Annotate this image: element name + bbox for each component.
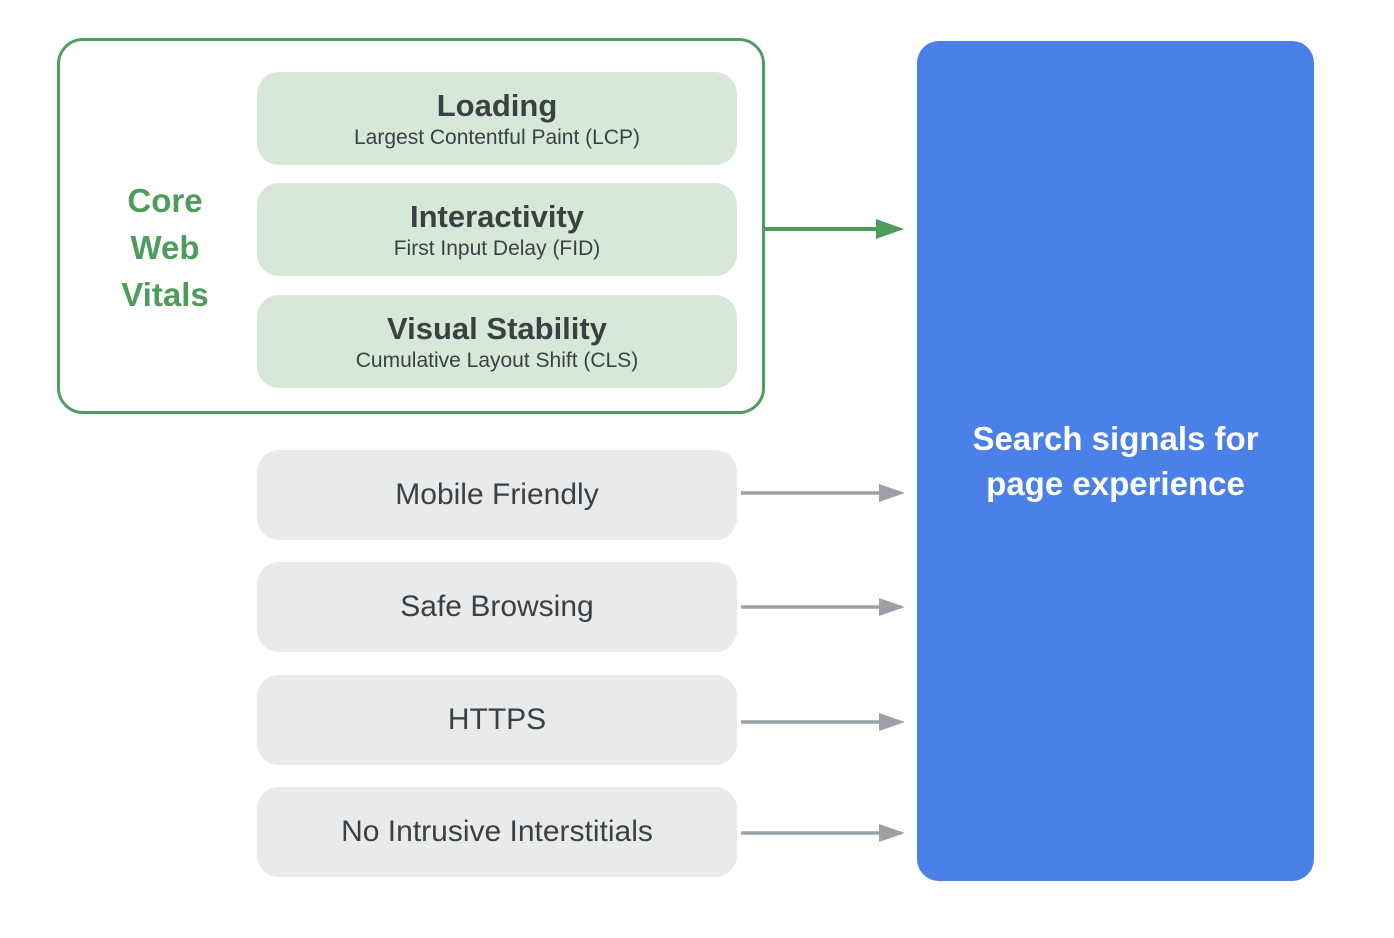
signal-label: HTTPS (447, 703, 547, 736)
vital-subtitle: Largest Contentful Paint (LCP) (354, 125, 640, 149)
core-web-vitals-group: Core Web Vitals Loading Largest Contentf… (57, 38, 765, 414)
gray-arrow-no-intrusive-interstitials (741, 824, 905, 842)
vital-box-visual-stability: Visual Stability Cumulative Layout Shift… (257, 295, 737, 388)
signal-label: Mobile Friendly (395, 478, 599, 511)
signal-box-no-intrusive-interstitials: No Intrusive Interstitials (257, 787, 737, 877)
vital-subtitle: First Input Delay (FID) (393, 236, 601, 260)
vital-title: Loading (436, 87, 558, 123)
core-web-vitals-label-line: Core (127, 182, 203, 219)
search-signals-result-label: Search signals for page experience (972, 420, 1259, 502)
search-signals-result-box: Search signals for page experience (917, 41, 1314, 881)
vital-box-interactivity: Interactivity First Input Delay (FID) (257, 183, 737, 276)
signal-box-https: HTTPS (257, 675, 737, 765)
gray-arrow-mobile-friendly (741, 484, 905, 502)
core-web-vitals-label-line: Vitals (121, 276, 209, 313)
gray-arrow-https (741, 713, 905, 731)
signal-label: Safe Browsing (400, 590, 594, 623)
core-web-vitals-label-line: Web (130, 229, 200, 266)
core-web-vitals-label: Core Web Vitals (80, 177, 250, 318)
vital-title: Interactivity (409, 198, 584, 234)
vital-subtitle: Cumulative Layout Shift (CLS) (355, 348, 639, 372)
green-arrow (764, 219, 904, 239)
gray-arrow-safe-browsing (741, 598, 905, 616)
vital-box-loading: Loading Largest Contentful Paint (LCP) (257, 72, 737, 165)
signal-label: No Intrusive Interstitials (341, 815, 653, 848)
signal-box-mobile-friendly: Mobile Friendly (257, 450, 737, 540)
vital-title: Visual Stability (387, 310, 607, 346)
signal-box-safe-browsing: Safe Browsing (257, 562, 737, 652)
